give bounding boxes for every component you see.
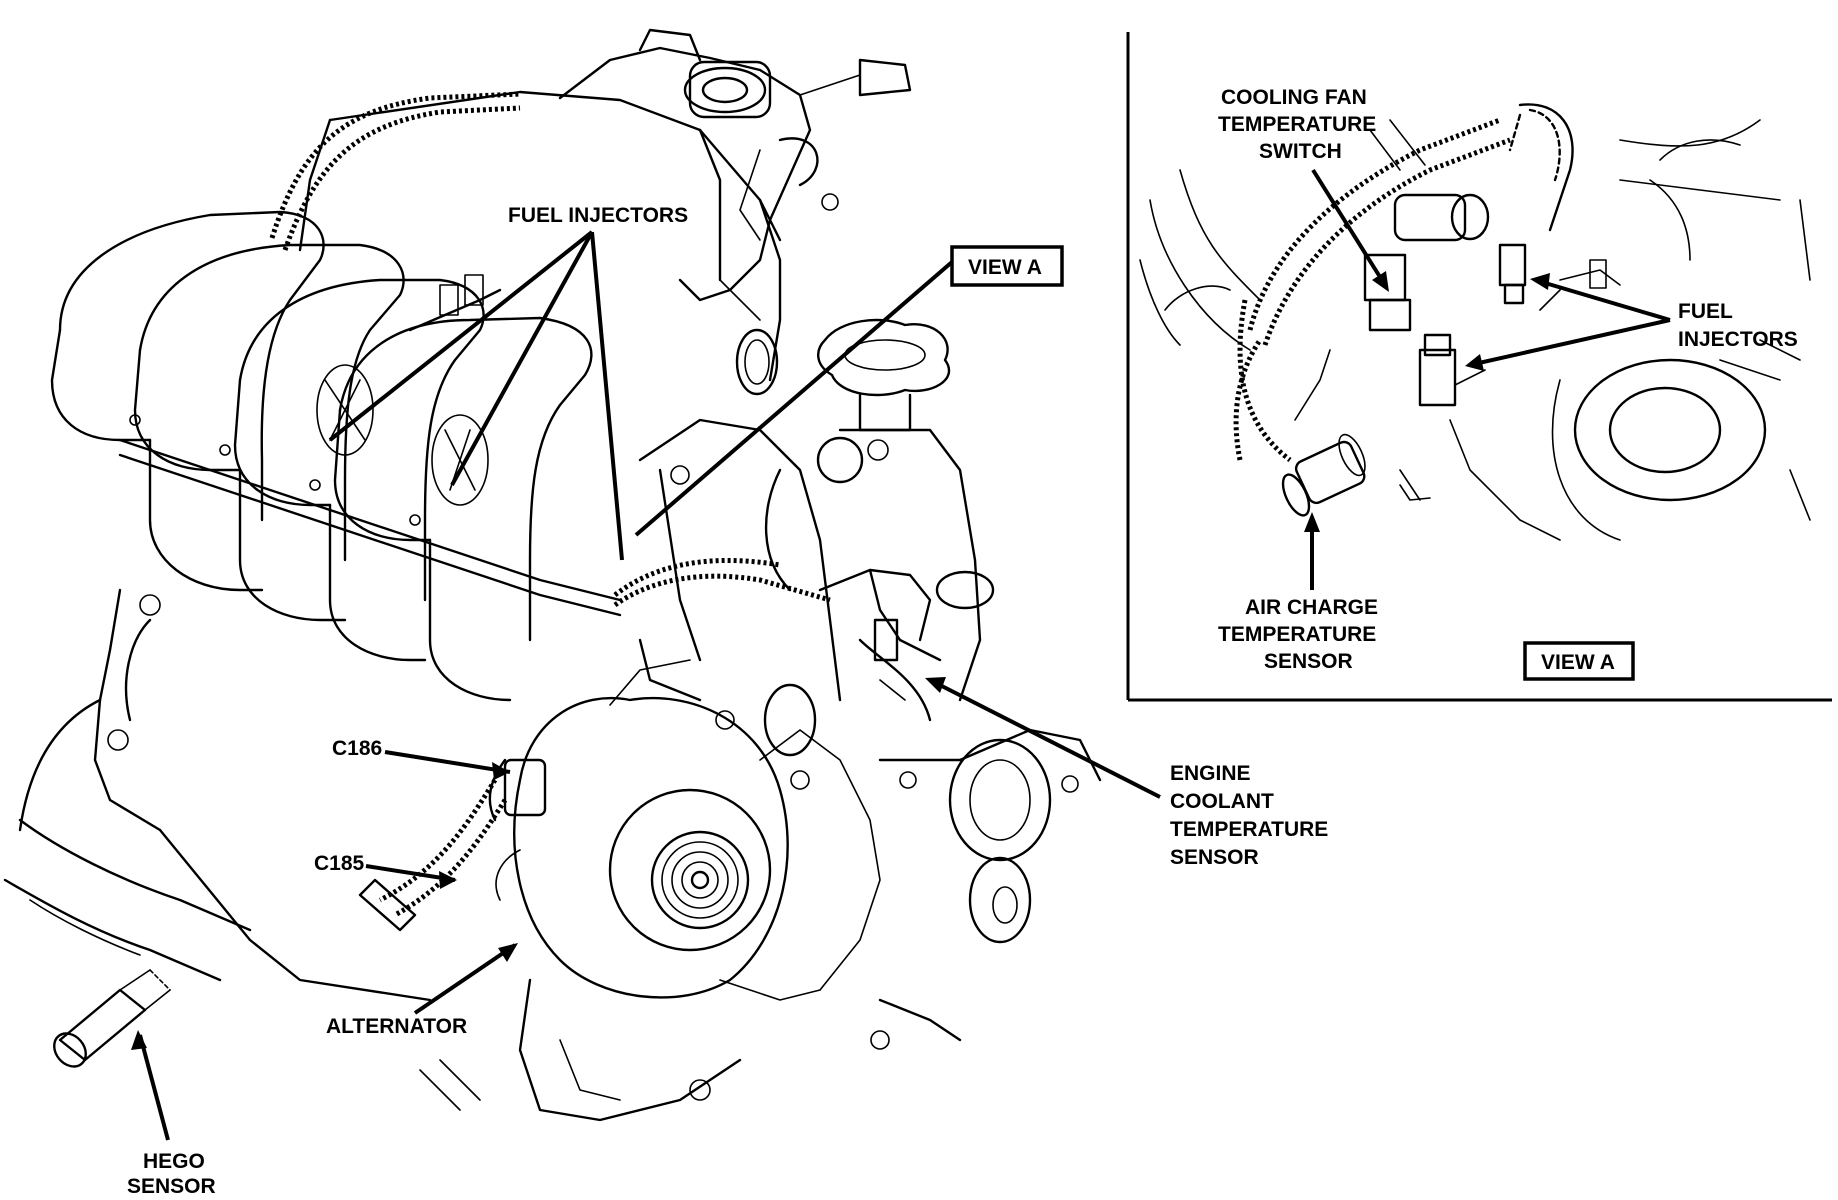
oil-filler-cap <box>764 318 982 702</box>
intake-manifold <box>50 210 622 702</box>
inset-label-view-a: VIEW A <box>1541 651 1615 674</box>
inset-label-cooling-fan-line3: SWITCH <box>1259 140 1342 163</box>
inset-label-fuel-line2: INJECTORS <box>1678 328 1798 351</box>
label-view-a: VIEW A <box>968 256 1042 279</box>
water-pump-pulley <box>878 728 1102 1042</box>
label-ect-line1: ENGINE <box>1170 762 1251 785</box>
inset-label-act-line1: AIR CHARGE <box>1245 596 1378 619</box>
label-c186: C186 <box>332 737 382 760</box>
inset-drawing <box>1139 103 1811 541</box>
engine-block <box>18 588 432 1002</box>
inset-label-act-line3: SENSOR <box>1264 650 1353 673</box>
throttle-body <box>558 28 912 302</box>
coolant-sensor-area <box>613 557 995 722</box>
label-alternator: ALTERNATOR <box>326 1015 467 1038</box>
label-c185: C185 <box>314 852 365 875</box>
inset-view-a: COOLING FAN TEMPERATURE SWITCH FUEL INJE… <box>1126 32 1832 702</box>
alternator-bracket <box>638 418 842 790</box>
label-hego-line2: SENSOR <box>127 1175 216 1198</box>
label-ect-line3: TEMPERATURE <box>1170 818 1328 841</box>
inset-label-cooling-fan-line2: TEMPERATURE <box>1218 113 1376 136</box>
engine-drawing <box>3 28 1102 1122</box>
label-ect-line4: SENSOR <box>1170 846 1259 869</box>
inset-label-act-line2: TEMPERATURE <box>1218 623 1376 646</box>
exhaust-and-hego <box>3 818 252 1068</box>
label-ect-line2: COOLANT <box>1170 790 1274 813</box>
label-hego-line1: HEGO <box>143 1150 205 1173</box>
label-fuel-injectors: FUEL INJECTORS <box>508 204 688 227</box>
main-labels: FUEL INJECTORS VIEW A C186 C185 ALTERNAT… <box>127 204 1328 1198</box>
inset-label-cooling-fan-line1: COOLING FAN <box>1221 86 1367 109</box>
alternator-pigtail <box>358 778 508 932</box>
view-a-box <box>950 245 1064 287</box>
alternator-body <box>488 659 881 1001</box>
inset-view-a-box <box>1523 641 1635 681</box>
inset-label-fuel-line1: FUEL <box>1678 300 1733 323</box>
valve-cover <box>298 90 782 396</box>
bell-housing <box>419 978 890 1122</box>
